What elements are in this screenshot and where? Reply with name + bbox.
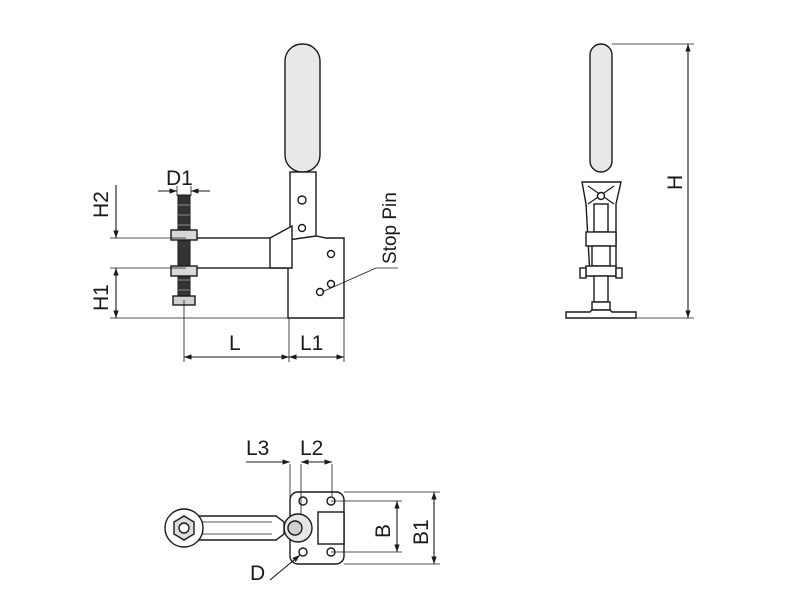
stop-pin-label: Stop Pin: [380, 192, 401, 264]
dim-label-l1: L1: [300, 332, 323, 355]
top-arm: [189, 515, 285, 541]
dim-label-h: H: [664, 175, 687, 190]
side-handle-grip: [589, 43, 613, 173]
upper-nut: [170, 229, 198, 241]
dim-label-d: D: [250, 562, 265, 585]
dim-label-l3: L3: [246, 437, 269, 460]
spindle: [177, 194, 191, 300]
dim-label-b: B: [372, 524, 395, 538]
handle-grip: [284, 43, 321, 173]
dim-label-h2: H2: [90, 191, 113, 218]
dim-label-h1: H1: [90, 284, 113, 311]
side-base-foot: [565, 309, 637, 319]
side-view: H: [565, 43, 694, 319]
dim-label-l2: L2: [300, 437, 323, 460]
lower-nut: [170, 265, 198, 277]
dim-label-b1: B1: [410, 519, 433, 545]
dim-label-d1: D1: [166, 167, 193, 190]
front-view: D1 H2 H1 L L1 Stop Pin: [90, 43, 401, 362]
dim-label-l: L: [229, 332, 241, 355]
top-view: L3 L2 B B1 D: [164, 437, 440, 585]
base-bracket: [287, 235, 345, 319]
